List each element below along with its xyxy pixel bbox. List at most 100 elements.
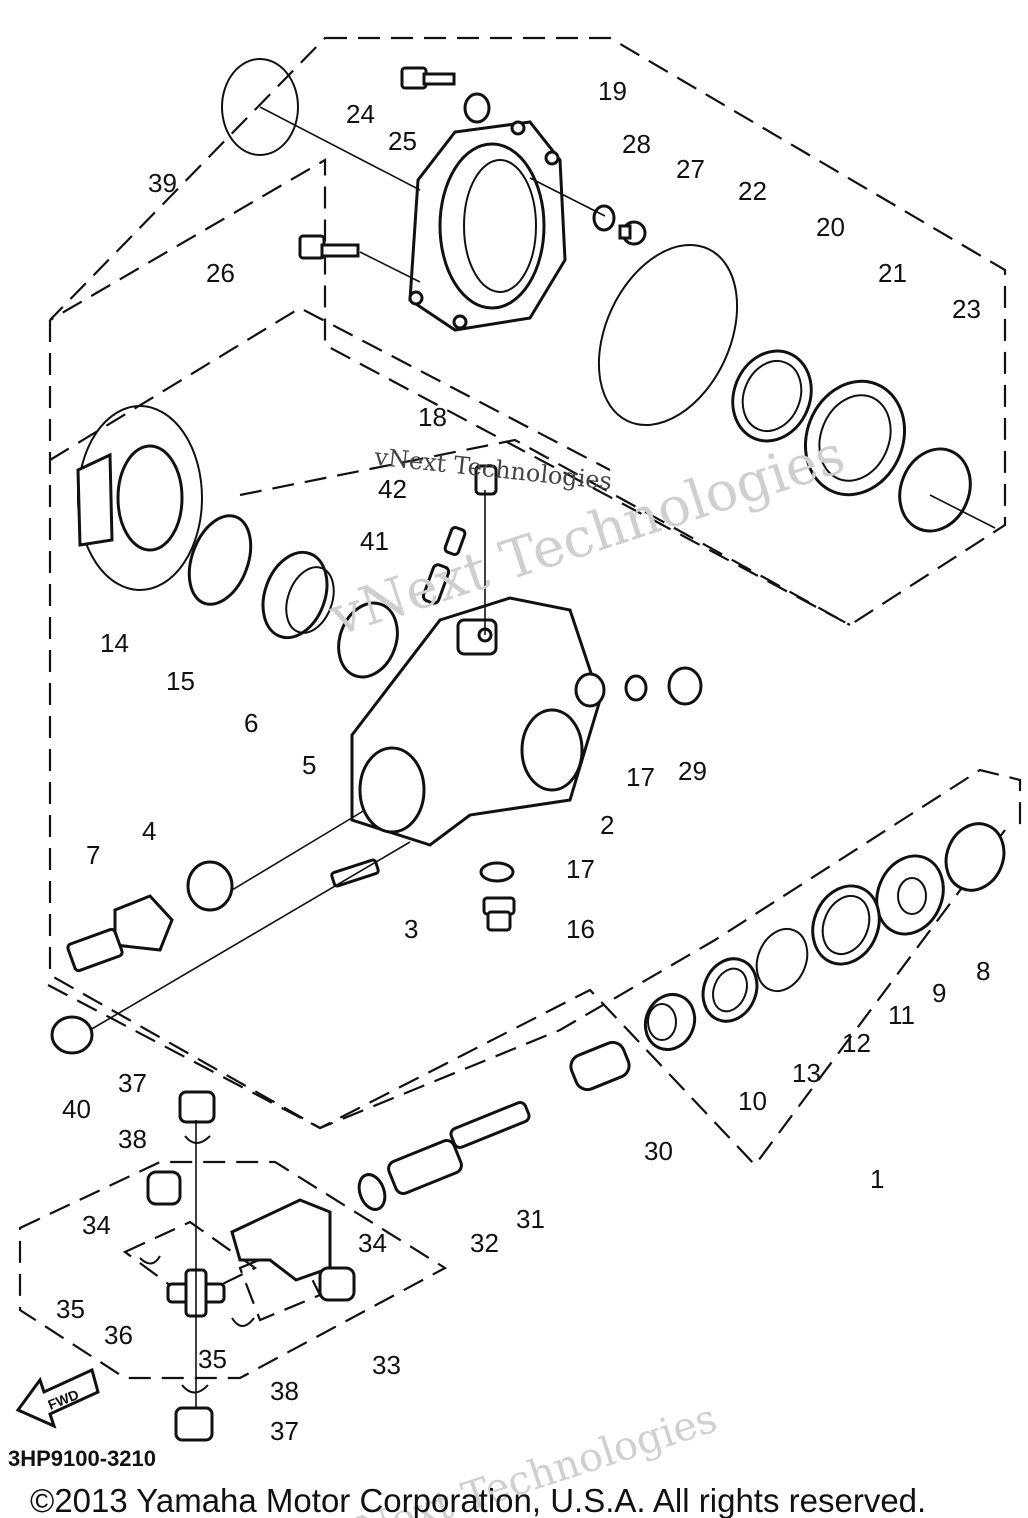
callout-20: 20 [816, 212, 845, 242]
washer-28 [592, 204, 616, 232]
callout-28: 28 [622, 129, 651, 159]
callout-3: 3 [404, 914, 418, 944]
washer-25 [463, 92, 491, 124]
gear-group-outline [49, 306, 611, 471]
callout-15: 15 [166, 666, 195, 696]
circlip-35-right [231, 1317, 255, 1327]
pin-41 [421, 563, 451, 605]
parts: FWD [15, 58, 1006, 1442]
washer-17-bottom [479, 861, 515, 883]
callout-6: 6 [244, 708, 258, 738]
callout-42: 42 [378, 474, 407, 504]
callout-7: 7 [86, 840, 100, 870]
bearing-cup-37-top [178, 1090, 216, 1124]
callout-35-left: 35 [56, 1294, 85, 1324]
callout-30: 30 [644, 1136, 673, 1166]
bearing-housing-19 [408, 120, 567, 332]
callout-36: 36 [104, 1320, 133, 1350]
callout-12: 12 [842, 1028, 871, 1058]
bearing-21 [803, 379, 907, 497]
callout-14: 14 [100, 628, 129, 658]
pinion-gear-7 [66, 894, 174, 973]
bolt-26 [298, 234, 360, 260]
callouts: 39 24 25 19 28 27 22 20 21 23 26 18 42 4… [56, 76, 990, 1446]
callout-9: 9 [932, 978, 946, 1008]
drain-plug-16 [482, 896, 516, 932]
callout-17-bottom: 17 [566, 854, 595, 884]
main-assembly-outline [48, 320, 1022, 1130]
circlip-35-left [139, 1255, 161, 1265]
callout-16: 16 [566, 914, 595, 944]
callout-29: 29 [678, 756, 707, 786]
nut-11 [811, 884, 881, 966]
lower-seal-group-outline [47, 829, 1006, 1167]
callout-22: 22 [738, 176, 767, 206]
ujoint-outline [18, 1160, 448, 1380]
callout-5: 5 [302, 750, 316, 780]
bushing-30 [569, 1040, 631, 1092]
plug-29 [667, 666, 703, 706]
callout-18: 18 [418, 402, 447, 432]
callout-24: 24 [346, 99, 375, 129]
diagram-code: 3HP9100-3210 [8, 1446, 156, 1471]
callout-4: 4 [142, 816, 156, 846]
callout-10: 10 [738, 1086, 767, 1116]
bearing-cup-34-left [146, 1170, 182, 1206]
callout-35-right: 35 [198, 1344, 227, 1374]
callout-39: 39 [148, 168, 177, 198]
bearing-cup-34-right [318, 1266, 356, 1302]
callout-26: 26 [206, 258, 235, 288]
upper-bearing-housing-outline [49, 36, 1007, 627]
callout-32: 32 [470, 1228, 499, 1258]
callout-38-bottom: 38 [270, 1376, 299, 1406]
gear-case-2 [350, 596, 606, 847]
circlip-8 [944, 822, 1006, 892]
circlip-38-top [184, 1135, 211, 1144]
callout-27: 27 [676, 154, 705, 184]
collar-10 [643, 993, 697, 1051]
bearing-4 [186, 860, 234, 912]
callout-38-top: 38 [118, 1124, 147, 1154]
circlip-32 [357, 1173, 387, 1211]
washer-17-top [624, 674, 648, 702]
nut-40 [50, 1015, 94, 1055]
bolt-24 [400, 66, 456, 90]
copyright-notice: ©2013 Yamaha Motor Corporation, U.S.A. A… [30, 1482, 926, 1518]
callout-31: 31 [516, 1204, 545, 1234]
needle-bearing-6 [261, 550, 335, 640]
shim-5 [337, 601, 399, 679]
callout-37-bottom: 37 [270, 1416, 299, 1446]
fwd-arrow-icon: FWD [15, 1367, 100, 1429]
callout-40: 40 [62, 1094, 91, 1124]
bearing-9 [875, 854, 945, 936]
callout-11: 11 [888, 1000, 915, 1030]
bearing-cup-37-bottom [174, 1406, 214, 1442]
callout-41: 41 [360, 526, 389, 556]
yoke-33 [230, 1198, 332, 1282]
callout-33: 33 [372, 1350, 401, 1380]
callout-13: 13 [792, 1058, 821, 1088]
circlip-23 [898, 447, 972, 533]
circlip-38-bottom [181, 1384, 209, 1394]
callout-34-left: 34 [82, 1210, 111, 1240]
thrust-bearing-15 [187, 514, 253, 606]
callout-25: 25 [388, 126, 417, 156]
o-ring-39 [221, 58, 299, 156]
callout-19: 19 [598, 76, 627, 106]
callout-37-top: 37 [118, 1068, 147, 1098]
screw-27 [618, 220, 647, 246]
callout-2: 2 [600, 810, 614, 840]
stud-3 [330, 858, 380, 888]
seal-20 [731, 349, 813, 443]
breather-18 [474, 464, 498, 496]
pin-42 [443, 526, 467, 556]
drive-shaft-31 [387, 1101, 531, 1195]
callout-23: 23 [952, 294, 981, 324]
callout-21: 21 [878, 258, 907, 288]
ring-gear-14 [76, 405, 203, 591]
watermarks: vNext Technologies vNext Technologies vN… [321, 422, 852, 1518]
o-ring-12 [755, 927, 809, 993]
callout-34-right: 34 [358, 1228, 387, 1258]
callout-1: 1 [870, 1164, 884, 1194]
